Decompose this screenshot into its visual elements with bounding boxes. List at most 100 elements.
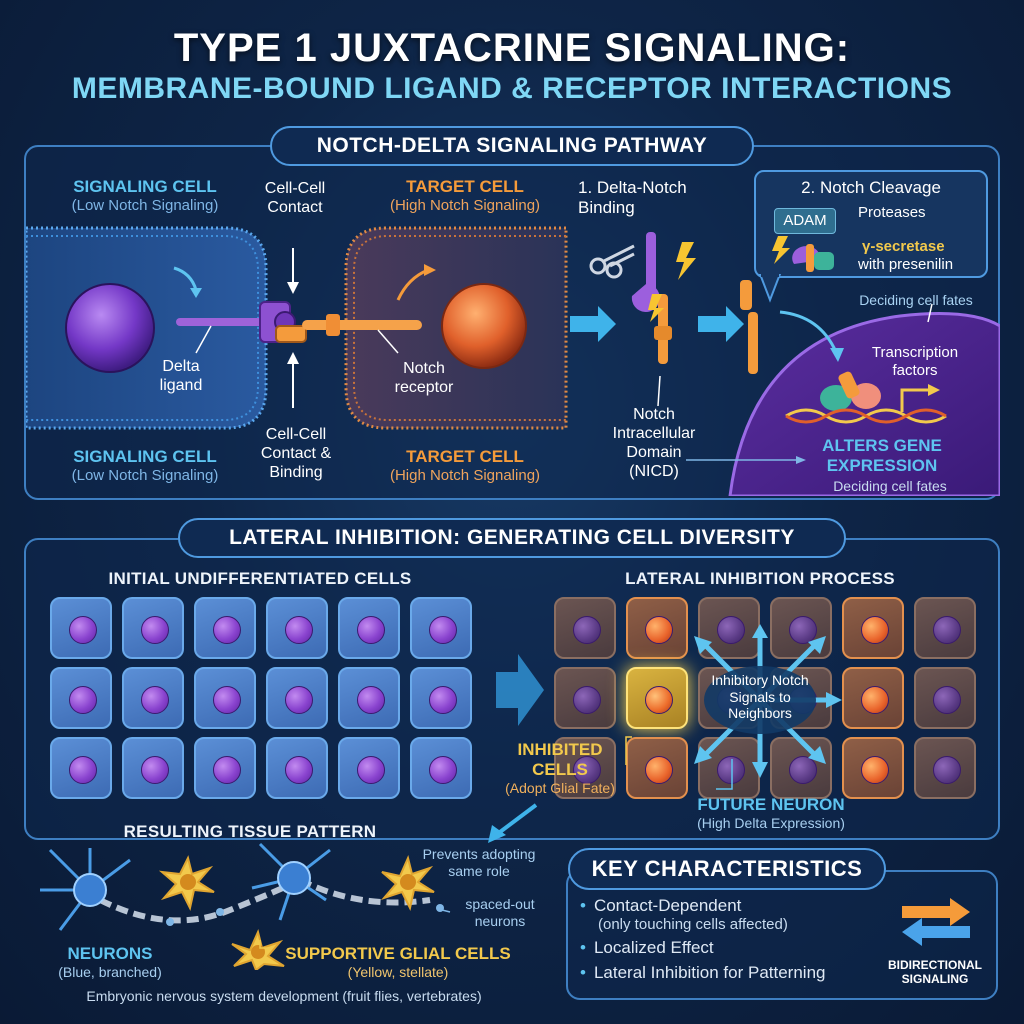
cell: [194, 667, 256, 729]
cell: [122, 667, 184, 729]
target-cell-sublabel-top: (High Notch Signaling): [389, 197, 541, 215]
cell-nucleus: [357, 756, 385, 784]
cell-nucleus: [789, 756, 817, 784]
signaling-cell-sublabel-bottom: (Low Notch Signaling): [71, 467, 219, 485]
signaling-cell-label-top: SIGNALING CELL: [73, 177, 217, 196]
proteases-label: Proteases: [858, 204, 926, 221]
cell: [410, 737, 472, 799]
cell-contact-label-top: Cell-Cell Contact: [264, 180, 326, 216]
cell-nucleus: [789, 616, 817, 644]
lateral-inhibition-section-title: LATERAL INHIBITION: GENERATING CELL DIVE…: [178, 518, 846, 558]
cell: [626, 597, 688, 659]
initial-cells-title: INITIAL UNDIFFERENTIATED CELLS: [108, 569, 412, 588]
page-title: TYPE 1 JUXTACRINE SIGNALING:: [173, 26, 851, 70]
deciding-cell-fates-top: Deciding cell fates: [859, 292, 973, 308]
adam-badge: ADAM: [774, 208, 836, 234]
key-item-localized-effect: •Localized Effect: [580, 938, 714, 958]
cell-nucleus: [69, 686, 97, 714]
inhibitory-signal-arrows: [694, 624, 842, 778]
cell-nucleus: [717, 616, 745, 644]
cell-nucleus: [933, 686, 961, 714]
cell-nucleus: [141, 756, 169, 784]
cell: [338, 667, 400, 729]
cell-nucleus: [645, 756, 673, 784]
cell-nucleus: [213, 756, 241, 784]
cell: [914, 667, 976, 729]
deciding-cell-fates-bottom: Deciding cell fates: [833, 478, 947, 494]
neurons-sublabel: (Blue, branched): [58, 964, 162, 981]
process-title: LATERAL INHIBITION PROCESS: [625, 569, 895, 588]
notch-delta-cell-illustration: [26, 226, 568, 430]
key-characteristics-title: KEY CHARACTERISTICS: [568, 848, 886, 890]
callout-tail: [758, 274, 782, 303]
cell: [50, 667, 112, 729]
bullet-icon: •: [580, 896, 586, 915]
cell: [554, 667, 616, 729]
initial-cells-grid: [50, 597, 490, 807]
signaling-cell-label-bottom: SIGNALING CELL: [73, 447, 217, 466]
cell-nucleus: [645, 686, 673, 714]
tissue-footer-note: Embryonic nervous system development (fr…: [86, 988, 482, 1004]
cell-nucleus: [717, 756, 745, 784]
cell-nucleus: [141, 616, 169, 644]
cell: [266, 667, 328, 729]
cell-nucleus: [933, 616, 961, 644]
cell: [266, 597, 328, 659]
cell: [554, 597, 616, 659]
cell-nucleus: [861, 686, 889, 714]
bidirectional-signaling-label: BIDIRECTIONAL SIGNALING: [888, 958, 982, 987]
cell: [338, 597, 400, 659]
cell-nucleus: [861, 756, 889, 784]
cell: [50, 737, 112, 799]
cell-nucleus: [429, 756, 457, 784]
bidirectional-arrows-icon: [902, 898, 970, 946]
cell-nucleus: [429, 616, 457, 644]
gamma-secretase-label: γ-secretase: [862, 238, 945, 255]
key-characteristics-list: •Contact-Dependent (only touching cells …: [580, 896, 890, 983]
cell: [914, 597, 976, 659]
cell-nucleus: [285, 686, 313, 714]
prevents-same-role-label: Prevents adopting same role: [422, 846, 536, 879]
notch-cleavage-illustration: [570, 232, 1000, 496]
cell: [554, 737, 616, 799]
cell-nucleus: [357, 616, 385, 644]
cell: [842, 737, 904, 799]
cell-nucleus: [573, 616, 601, 644]
alters-gene-expression-label: ALTERS GENE EXPRESSION: [822, 436, 942, 476]
future-neuron-label: FUTURE NEURON: [697, 795, 845, 814]
cell-nucleus: [645, 616, 673, 644]
cell: [122, 737, 184, 799]
cell: [698, 737, 760, 799]
cell-contact-label-bottom: Cell-Cell Contact & Binding: [260, 426, 332, 481]
inhibited-cells-label: INHIBITED CELLS: [517, 740, 603, 780]
cell-nucleus: [69, 756, 97, 784]
inhibitory-signals-label: Inhibitory Notch Signals to Neighbors: [711, 672, 809, 722]
cell: [410, 667, 472, 729]
key-item-lateral-inhibition: •Lateral Inhibition for Patterning: [580, 962, 826, 982]
cell-nucleus: [861, 616, 889, 644]
key-item-contact-dependent-sub: (only touching cells affected): [598, 916, 788, 934]
delta-ligand-label: Delta ligand: [159, 358, 203, 394]
glial-cells-label: SUPPORTIVE GLIAL CELLS: [285, 944, 511, 963]
cell-nucleus: [213, 686, 241, 714]
future-neuron-sublabel: (High Delta Expression): [697, 815, 845, 832]
cell-nucleus: [357, 686, 385, 714]
inhibited-cells-sublabel: (Adopt Glial Fate): [505, 780, 615, 797]
signaling-cell-sublabel-top: (Low Notch Signaling): [71, 197, 219, 215]
gamma-secretase-icon: [772, 236, 834, 272]
presenilin-label: with presenilin: [858, 256, 954, 273]
pointer-lines: [488, 736, 733, 843]
cell: [122, 597, 184, 659]
target-cell-sublabel-bottom: (High Notch Signaling): [389, 467, 541, 485]
page-subtitle: MEMBRANE-BOUND LIGAND & RECEPTOR INTERAC…: [71, 72, 953, 105]
cell-nucleus: [285, 756, 313, 784]
cell-nucleus: [573, 686, 601, 714]
cell: [194, 597, 256, 659]
spaced-neurons-label: spaced-out neurons: [465, 896, 535, 929]
cell: [50, 597, 112, 659]
cell-nucleus: [141, 686, 169, 714]
notch-receptor-label: Notch receptor: [394, 360, 454, 396]
cell-nucleus: [933, 756, 961, 784]
target-cell-label-bottom: TARGET CELL: [406, 447, 524, 466]
cell: [842, 597, 904, 659]
